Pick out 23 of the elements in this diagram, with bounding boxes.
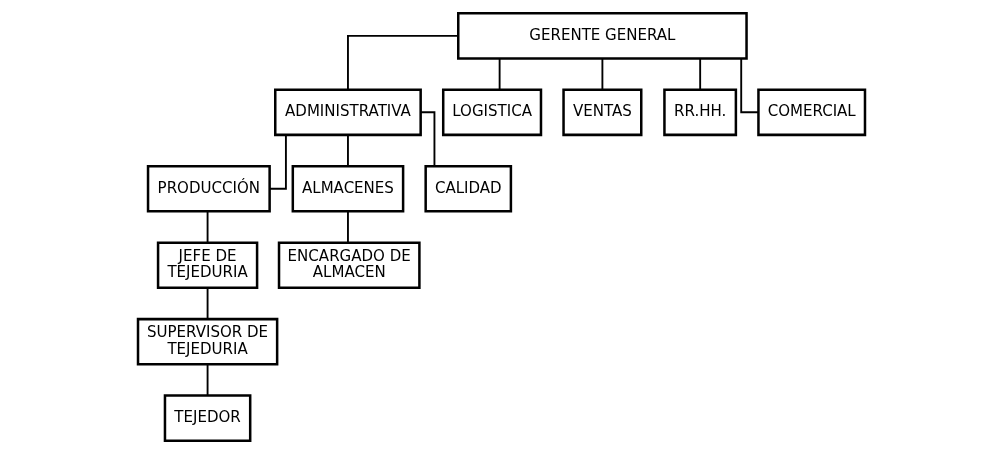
node-box: TEJEDOR: [163, 394, 252, 442]
node-box: VENTAS: [562, 88, 643, 137]
node-box: RR.HH.: [663, 88, 738, 137]
connector: [601, 57, 604, 91]
node-box: ENCARGADO DE ALMACEN: [277, 241, 421, 290]
connector: [206, 363, 209, 397]
node-box: LOGISTICA: [441, 88, 543, 137]
connector: [498, 57, 501, 91]
connector: [347, 134, 349, 167]
node-box: COMERCIAL: [757, 88, 867, 137]
node-box: PRODUCCIÓN: [146, 164, 271, 213]
node-box: SUPERVISOR DE TEJEDURIA: [136, 317, 279, 366]
node-box: GERENTE GENERAL: [457, 12, 748, 60]
node-box: CALIDAD: [424, 164, 513, 213]
connector: [699, 57, 702, 91]
node-box: ALMACENES: [291, 164, 405, 213]
connector: [347, 210, 349, 244]
connector: [740, 57, 760, 114]
node-box: ADMINISTRATIVA: [274, 88, 422, 137]
connector: [206, 210, 209, 244]
connector: [347, 34, 459, 91]
node-box: JEFE DE TEJEDURIA: [156, 241, 259, 290]
connector: [206, 287, 209, 320]
